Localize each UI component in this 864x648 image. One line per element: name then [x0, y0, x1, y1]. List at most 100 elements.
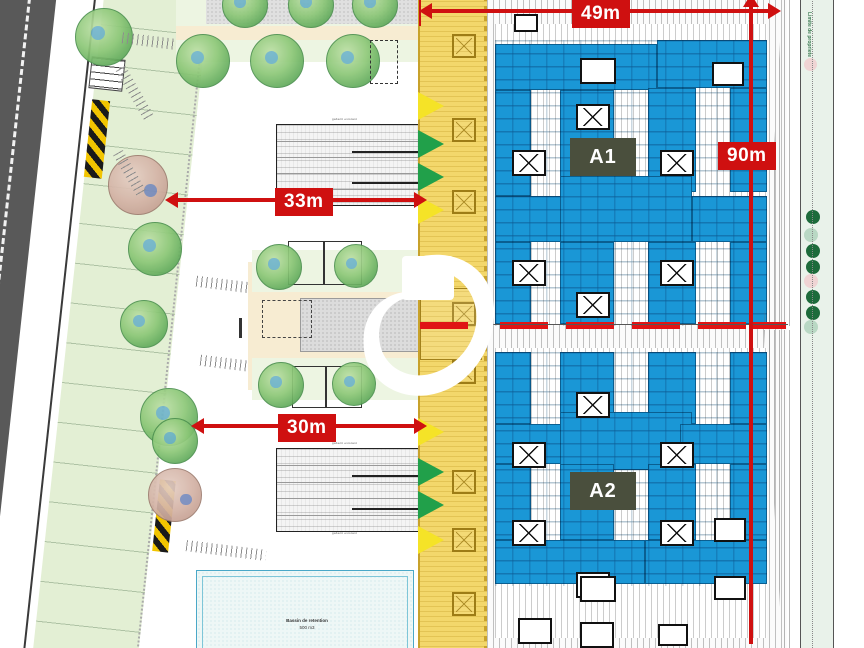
verge-dot-line: [812, 0, 814, 648]
basin-sublabel: 500 m3: [299, 625, 315, 630]
north-arrow: [239, 318, 242, 338]
stair-core-box: [512, 260, 546, 286]
tree: [176, 34, 230, 88]
building-footprint: [730, 242, 767, 324]
dimension-arrow-left-49m: [419, 3, 432, 19]
dimension-arrow-right-30m: [414, 418, 427, 434]
annex-box: [580, 58, 616, 84]
section-cut-line-segment: [698, 322, 746, 329]
block-south-note-2: gabarit existant: [332, 531, 358, 535]
building-footprint: [692, 196, 767, 242]
stair-core-box: [576, 392, 610, 418]
retention-basin: [196, 570, 414, 648]
tree: [332, 362, 376, 406]
shrub: [806, 260, 820, 274]
building-footprint: [495, 352, 531, 424]
shrub: [804, 228, 818, 242]
stair-core-box: [576, 292, 610, 318]
stair-core-box: [660, 520, 694, 546]
stair-core-box: [660, 442, 694, 468]
annex-box: [714, 576, 746, 600]
service-box: [452, 118, 476, 142]
annex-box: [518, 618, 552, 644]
building-footprint: [730, 352, 767, 424]
annex-box: [580, 576, 616, 602]
shrub: [806, 290, 820, 304]
leader-line: [352, 508, 418, 510]
dimension-label-33m: 33m: [275, 188, 333, 216]
building-footprint: [560, 176, 692, 242]
access-marker-green-icon: [418, 491, 444, 519]
fence-segment: [185, 540, 267, 561]
access-marker-green-icon: [418, 163, 444, 191]
tree: [326, 34, 380, 88]
access-marker-yellow-icon: [418, 526, 444, 554]
stair-core-box: [512, 520, 546, 546]
dimension-line-90m: [749, 6, 753, 644]
building-label-a1: A1: [570, 138, 636, 176]
building-footprint: [645, 540, 767, 584]
leader-line: [352, 151, 418, 153]
shrub: [806, 210, 820, 224]
leader-line: [352, 182, 418, 184]
tree: [128, 222, 182, 276]
building-footprint: [495, 90, 531, 196]
annex-box: [580, 622, 614, 648]
tree: [250, 34, 304, 88]
shrub: [806, 244, 820, 258]
dimension-label-49m: 49m: [572, 0, 630, 28]
annex-box: [714, 518, 746, 542]
annex-box: [712, 62, 744, 86]
service-box: [452, 34, 476, 58]
dimension-arrow-right-33m: [414, 192, 427, 208]
shrub: [806, 306, 820, 320]
dimension-label-90m: 90m: [718, 142, 776, 170]
building-footprint: [730, 88, 767, 192]
existing-building-block-south: [276, 448, 420, 532]
existing-building-block-north: [276, 124, 420, 206]
section-cut-line-segment: [566, 322, 614, 329]
tree: [256, 244, 302, 290]
garden-plot-outline: [262, 300, 312, 338]
block-south-note: gabarit existant: [332, 441, 358, 445]
dimension-label-30m: 30m: [278, 414, 336, 442]
basin-label: Bassin de retention: [286, 618, 328, 623]
section-cut-line-segment: [420, 322, 468, 329]
service-box: [452, 592, 476, 616]
service-box: [452, 190, 476, 214]
shrub: [804, 58, 817, 71]
section-cut-line-segment: [632, 322, 680, 329]
dimension-arrow-left-33m: [165, 192, 178, 208]
shrub: [804, 274, 818, 288]
basin-inner-edge: [202, 576, 408, 648]
section-cut-line-segment: [750, 322, 786, 329]
stair-core-box: [660, 260, 694, 286]
tree: [152, 418, 198, 464]
access-marker-green-icon: [418, 458, 444, 486]
stair-core-box: [660, 150, 694, 176]
service-box: [452, 528, 476, 552]
dimension-arrow-up-90m: [743, 0, 759, 7]
stair-core-box: [576, 104, 610, 130]
dimension-arrow-left-30m: [191, 418, 204, 434]
access-marker-green-icon: [418, 130, 444, 158]
tree: [148, 468, 202, 522]
service-box: [452, 470, 476, 494]
stair-core-box: [512, 150, 546, 176]
building-label-a2: A2: [570, 472, 636, 510]
landscape-plot-outline: [370, 40, 398, 84]
service-box: [452, 360, 476, 384]
access-marker-yellow-icon: [418, 92, 444, 120]
dimension-arrow-right-49m: [768, 3, 781, 19]
section-cut-line-segment: [500, 322, 548, 329]
verge-label: Limite de propriete: [806, 12, 812, 58]
tree: [334, 244, 378, 288]
building-footprint: [495, 44, 657, 90]
stair-core-box: [512, 442, 546, 468]
section-cut-thin-line: [488, 324, 788, 325]
annex-box: [658, 624, 688, 646]
building-label-a1-text: A1: [589, 145, 617, 168]
tree: [120, 300, 168, 348]
block-north-note: gabarit existant: [332, 117, 358, 121]
